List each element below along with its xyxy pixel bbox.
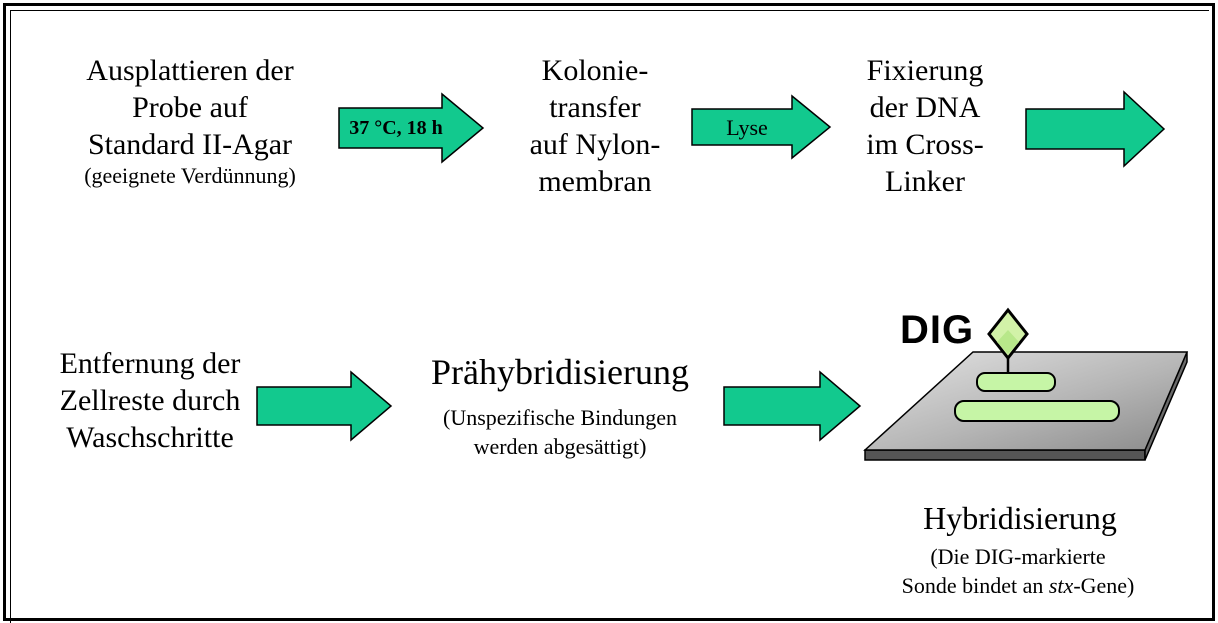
step-fixation-line: im Cross- <box>866 128 984 161</box>
step-hyb-note-line1: (Die DIG-markierte <box>930 544 1106 569</box>
arrow-to-hyb-shape <box>723 370 862 442</box>
step-hyb-note-gene: stx <box>1048 573 1074 598</box>
step-fixation-line: Fixierung <box>866 54 984 87</box>
step-transfer-line: membran <box>538 165 652 198</box>
dig-diamond-shade <box>997 330 1019 354</box>
step-hyb-title: Hybridisierung <box>923 500 1117 536</box>
arrow-to-hyb <box>723 370 862 442</box>
membrane-side <box>864 449 1146 461</box>
step-prehyb-title: Prähybridisierung <box>431 352 689 392</box>
arrow-lysis-shape <box>691 94 832 160</box>
outer-frame <box>3 3 1215 621</box>
arrow-incubation-shape <box>338 92 485 164</box>
step-hyb-note-line2: Sonde bindet an stx-Gene) <box>848 571 1188 600</box>
step-plating-note: (geeignete Verdünnung) <box>84 163 296 188</box>
target-dna-band <box>954 400 1120 422</box>
step-transfer-line: Kolonie- <box>541 54 649 87</box>
probe-band <box>976 372 1056 392</box>
step-hyb-note-suffix: -Gene) <box>1073 573 1135 598</box>
step-plating-line: Ausplattieren der <box>86 54 294 87</box>
step-prehyb-note-line: werden abgesättigt) <box>473 434 647 459</box>
step-fixation-line: Linker <box>885 165 965 198</box>
arrow-continue-shape <box>1025 90 1166 168</box>
step-fixation-line: der DNA <box>869 91 981 124</box>
arrow-lysis <box>691 94 832 160</box>
step-plating-line: Probe auf <box>132 91 248 124</box>
step-transfer-line: transfer <box>549 91 641 124</box>
arrow-continue <box>1025 90 1166 168</box>
dig-logo: DIG <box>900 308 975 352</box>
arrow-to-prehyb <box>256 370 393 442</box>
arrow-incubation <box>338 92 485 164</box>
arrow-lysis-label: Lyse <box>726 115 768 140</box>
arrow-to-prehyb-shape <box>256 370 393 442</box>
step-hyb-note: (Die DIG-markierte Sonde bindet an stx-G… <box>848 542 1188 600</box>
step-removal: Entfernung der Zellreste durch Waschschr… <box>30 345 270 456</box>
inner-frame <box>10 10 1209 623</box>
step-transfer: Kolonie- transfer auf Nylon- membran <box>490 52 700 200</box>
step-removal-line: Zellreste durch <box>59 384 241 417</box>
step-fixation: Fixierung der DNA im Cross- Linker <box>820 52 1030 200</box>
step-plating-line: Standard II-Agar <box>87 128 293 161</box>
step-removal-line: Entfernung der <box>59 347 241 380</box>
step-prehyb-note-line: (Unspezifische Bindungen <box>443 405 677 430</box>
arrow-incubation-label: 37 °C, 18 h <box>349 117 443 139</box>
hybridization-illustration <box>863 307 1189 461</box>
step-plating: Ausplattieren der Probe auf Standard II-… <box>52 52 328 163</box>
step-removal-line: Waschschritte <box>66 421 234 454</box>
step-hyb-note-text: Sonde bindet an <box>901 573 1049 598</box>
step-prehyb-note: (Unspezifische Bindungen werden abgesätt… <box>400 403 720 461</box>
step-transfer-line: auf Nylon- <box>529 128 661 161</box>
